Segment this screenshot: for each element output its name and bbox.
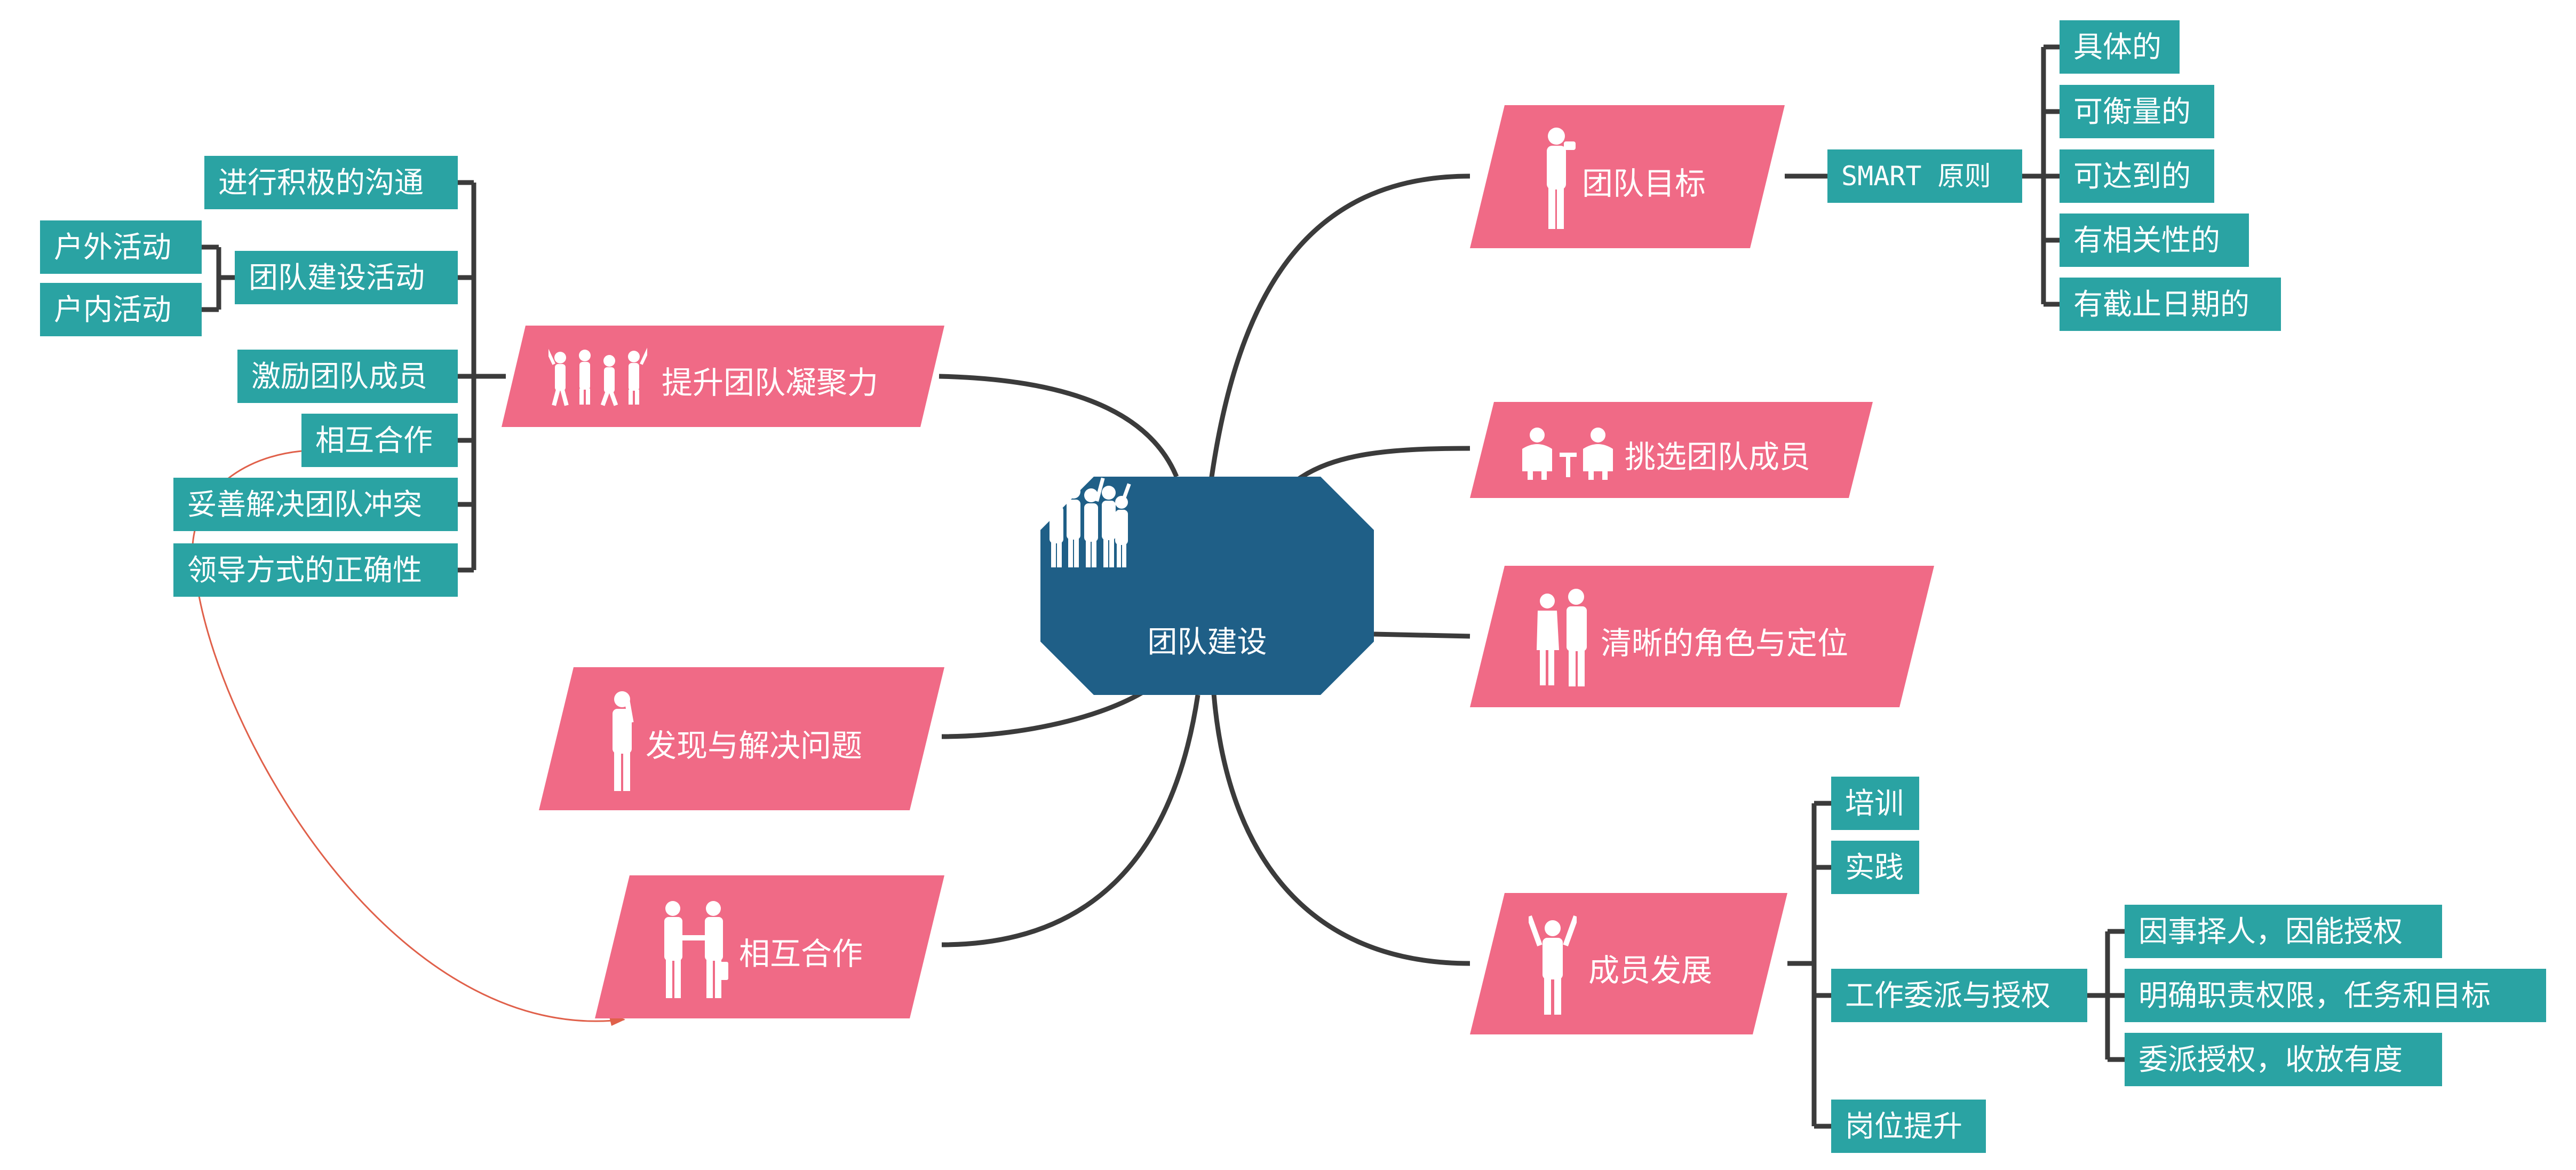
cohesion-item-communication[interactable]: 进行积极的沟通 [204,156,458,209]
meeting-silhouette-icon [1522,428,1613,480]
person-silhouette-icon [1547,128,1576,229]
smart-item-specific[interactable]: 具体的 [2060,20,2180,74]
cheering-person-silhouette-icon [1529,915,1577,1015]
develop-item-delegation[interactable]: 工作委派与授权 [1831,969,2087,1022]
topic-cooperation[interactable]: 相互合作 [595,875,944,1018]
central-topic-label: 团队建设 [1147,625,1267,660]
topic-label: 挑选团队成员 [1625,439,1811,475]
develop-item-practice[interactable]: 实践 [1831,841,1919,894]
develop-item-training[interactable]: 培训 [1831,777,1919,830]
topic-shape [539,667,944,810]
smart-item-measurable[interactable]: 可衡量的 [2060,85,2214,138]
topic-roles[interactable]: 清晰的角色与定位 [1470,566,1934,707]
topic-label: 相互合作 [739,936,863,972]
delegation-item-clear-responsibility[interactable]: 明确职责权限，任务和目标 [2125,969,2546,1022]
topic-shape [1470,566,1934,707]
develop-item-promotion[interactable]: 岗位提升 [1831,1100,1986,1153]
topic-label: 团队目标 [1582,165,1706,202]
topic-label: 提升团队凝聚力 [662,365,879,401]
thinking-person-silhouette-icon [613,691,634,791]
topic-team-goal[interactable]: 团队目标 [1470,105,1785,248]
smart-item-relevant[interactable]: 有相关性的 [2060,214,2249,267]
cohesion-item-cooperation[interactable]: 相互合作 [301,414,458,467]
topic-shape [595,875,944,1018]
smart-item-achievable[interactable]: 可达到的 [2060,149,2214,203]
topic-member-development[interactable]: 成员发展 [1470,893,1787,1034]
smart-principle-node[interactable]: SMART 原则 [1827,149,2022,203]
jumping-people-silhouette-icon [548,347,647,406]
topic-shape [502,326,944,427]
topic-label: 发现与解决问题 [646,728,863,764]
group-silhouette-icon [1040,477,1131,567]
activity-outdoor[interactable]: 户外活动 [40,220,202,274]
delegation-item-assign-by-ability[interactable]: 因事择人，因能授权 [2125,905,2442,958]
handshake-silhouette-icon [664,901,728,998]
topic-label: 清晰的角色与定位 [1601,625,1849,661]
topic-team-cohesion[interactable]: 提升团队凝聚力 [502,326,944,427]
smart-item-time-bound[interactable]: 有截止日期的 [2060,278,2281,331]
two-people-silhouette-icon [1537,589,1587,686]
topic-shape [1470,402,1873,498]
activity-indoor[interactable]: 户内活动 [40,283,202,336]
cohesion-item-resolve-conflict[interactable]: 妥善解决团队冲突 [173,478,458,531]
cohesion-item-leadership[interactable]: 领导方式的正确性 [173,543,458,597]
topic-problem-solving[interactable]: 发现与解决问题 [539,667,944,810]
cohesion-item-team-activities[interactable]: 团队建设活动 [235,251,458,304]
topic-select-members[interactable]: 挑选团队成员 [1470,402,1873,498]
cohesion-item-motivate[interactable]: 激励团队成员 [237,350,458,403]
delegation-item-balanced-control[interactable]: 委派授权，收放有度 [2125,1033,2442,1086]
central-topic[interactable]: 团队建设 [1040,477,1374,695]
topic-label: 成员发展 [1588,952,1713,989]
